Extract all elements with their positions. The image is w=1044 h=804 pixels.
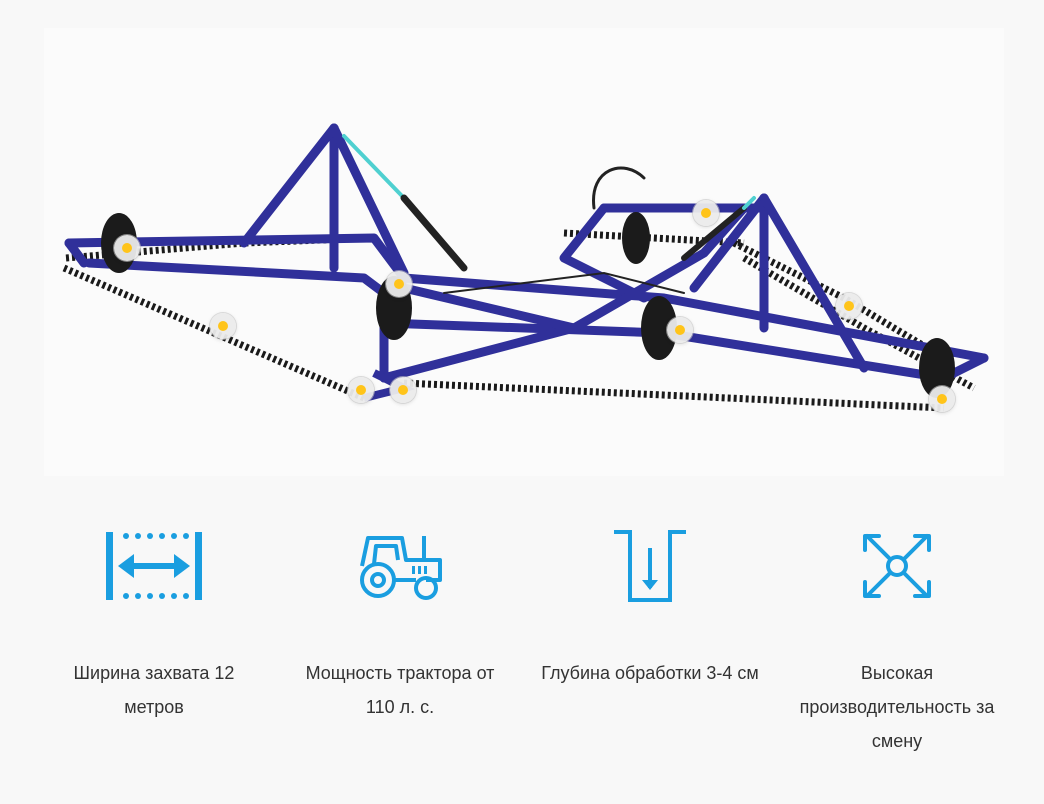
depth-icon [614, 530, 686, 602]
frame [64, 123, 989, 383]
feature-tractor: Мощность трактора от 110 л. с. [290, 530, 510, 724]
hotspot-7[interactable] [667, 317, 693, 343]
feature-width: Ширина захвата 12 метров [44, 530, 264, 724]
productivity-icon [863, 534, 931, 598]
feature-depth-label: Глубина обработки 3-4 см [541, 663, 759, 683]
product-image [44, 28, 1004, 476]
hotspot-6[interactable] [693, 200, 719, 226]
hotspot-9[interactable] [929, 386, 955, 412]
feature-depth: Глубина обработки 3-4 см [540, 530, 760, 690]
feature-productivity-label: Высокая производительность за смену [799, 663, 995, 751]
features-row: Ширина захвата 12 метров Мощность тракто… [44, 530, 1004, 790]
hotspot-2[interactable] [210, 313, 236, 339]
hotspot-1[interactable] [114, 235, 140, 261]
feature-tractor-label: Мощность трактора от 110 л. с. [305, 663, 495, 717]
hydraulics [342, 134, 756, 294]
feature-width-label: Ширина захвата 12 метров [73, 663, 235, 717]
feature-productivity: Высокая производительность за смену [787, 530, 1007, 758]
tractor-icon [360, 536, 442, 600]
hotspot-4[interactable] [348, 377, 374, 403]
hotspot-5[interactable] [390, 377, 416, 403]
width-icon [106, 532, 202, 600]
hotspot-8[interactable] [836, 293, 862, 319]
hotspot-3[interactable] [386, 271, 412, 297]
harrow-illustration [62, 123, 989, 412]
